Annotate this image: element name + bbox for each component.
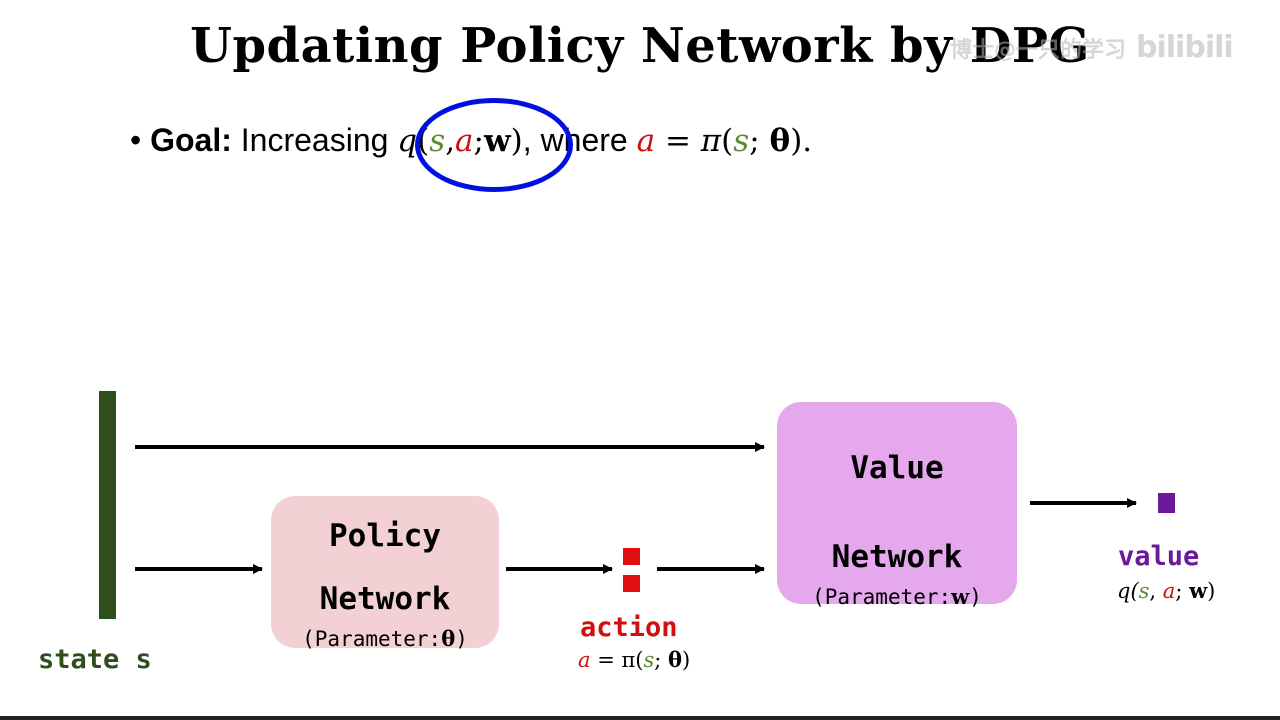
paren: ) [1207,579,1216,603]
theta-symbol: θ [769,123,791,159]
bottom-border [0,716,1280,720]
equals-pi: = π( [590,648,644,672]
paren: ). [790,123,813,159]
value-output-square [1158,493,1175,513]
slide-title: Updating Policy Network by DPG [190,18,1090,74]
param-suffix: ) [969,585,982,609]
action-equation: a = π(s; θ) [578,647,690,672]
value-network-title-1: Value [850,450,944,486]
policy-network-title-1: Policy [329,518,441,554]
w-symbol: w [951,584,970,609]
semicolon: ; [654,648,669,672]
action-label: action [580,612,678,643]
semicolon: ; [749,123,760,159]
action-vector-bottom [623,575,640,592]
semicolon: ; [1175,579,1190,603]
equals: = [664,123,691,159]
policy-network-title-2: Network [319,581,451,617]
theta-symbol: θ [668,647,683,672]
state-vector [99,391,116,619]
highlight-circle [415,98,573,192]
s-symbol: s [643,648,655,672]
value-network-param: (Parameter:w) [777,584,1017,609]
goal-text: Increasing [240,122,389,158]
s-symbol: s [1138,579,1150,603]
a-symbol: a [636,123,656,159]
pi-symbol: π [700,123,722,159]
bullet: • [130,122,142,158]
w-symbol: w [1189,578,1208,603]
paren: ( [721,123,734,159]
value-network-title-2: Network [831,539,963,575]
value-label: value [1118,541,1200,572]
param-prefix: (Parameter: [302,627,442,651]
watermark: 博士@一只的学习 bilibili [950,30,1234,65]
q-symbol: q( [1117,579,1139,603]
s-symbol: s [733,123,750,159]
watermark-text: 博士@一只的学习 [950,38,1127,63]
a-expression: a = π(s; θ). [637,123,813,159]
state-label: state s [38,644,152,675]
comma: , [1149,579,1163,603]
value-equation: q(s, a; w) [1117,578,1215,603]
a-symbol: a [1162,579,1176,603]
a-symbol: a [578,648,591,672]
bilibili-logo-icon: bilibili [1136,30,1234,65]
q-symbol: q [397,123,418,159]
action-vector-top [623,548,640,565]
param-prefix: (Parameter: [812,585,952,609]
theta-symbol: θ [441,626,456,651]
param-suffix: ) [455,627,468,651]
goal-label: Goal: [150,122,232,158]
policy-network-box: Policy Network (Parameter:θ) [271,496,499,651]
value-network-box: Value Network (Parameter:w) [777,402,1017,609]
paren: ) [682,648,691,672]
policy-network-param: (Parameter:θ) [271,626,499,651]
